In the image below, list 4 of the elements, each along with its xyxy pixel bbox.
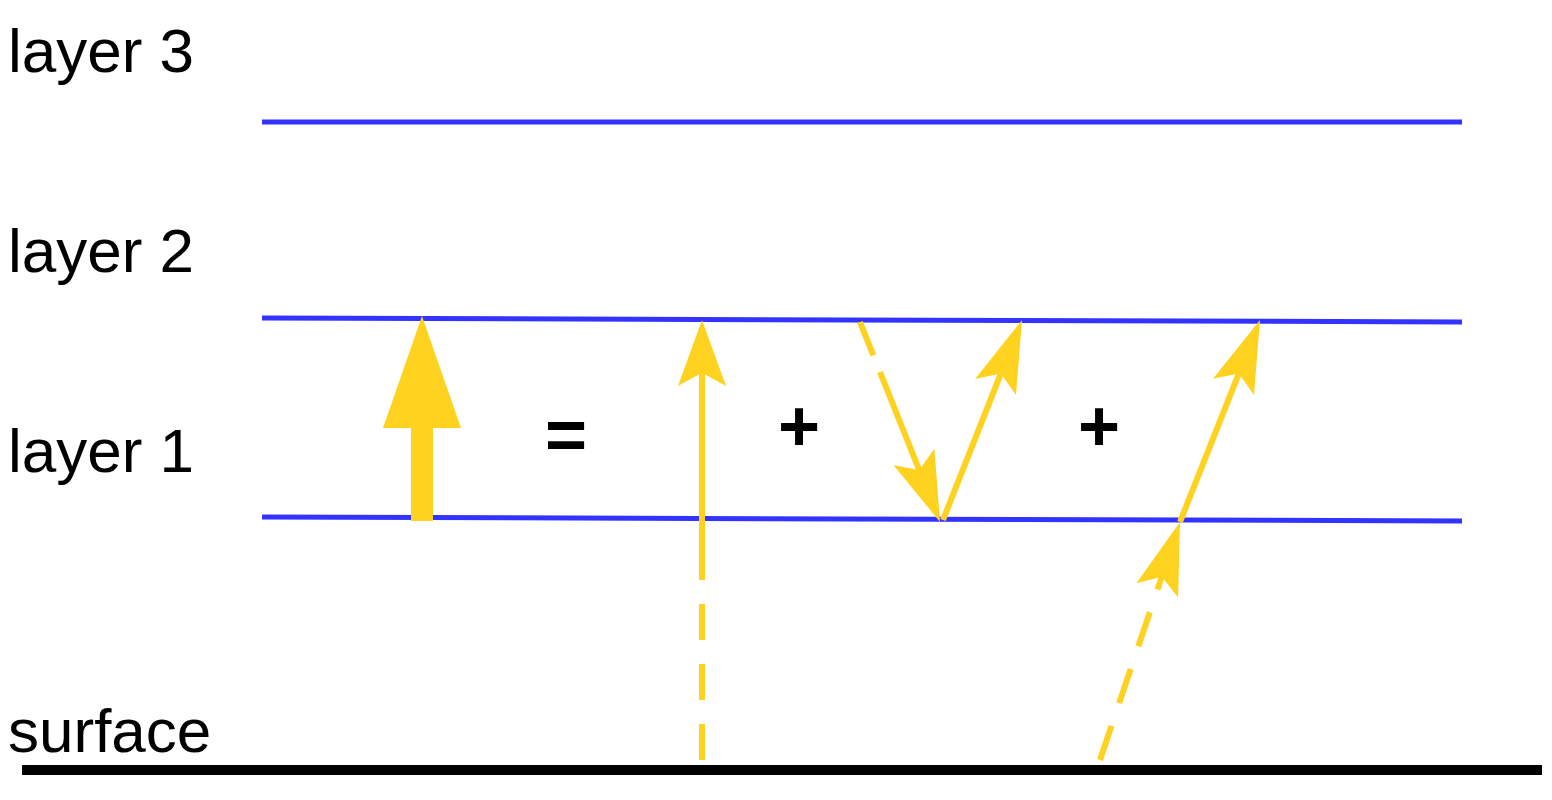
equals-sign: = <box>545 398 588 470</box>
surface-label: surface <box>8 700 212 762</box>
plus-sign: + <box>778 390 821 462</box>
plus-sign: + <box>1078 390 1121 462</box>
